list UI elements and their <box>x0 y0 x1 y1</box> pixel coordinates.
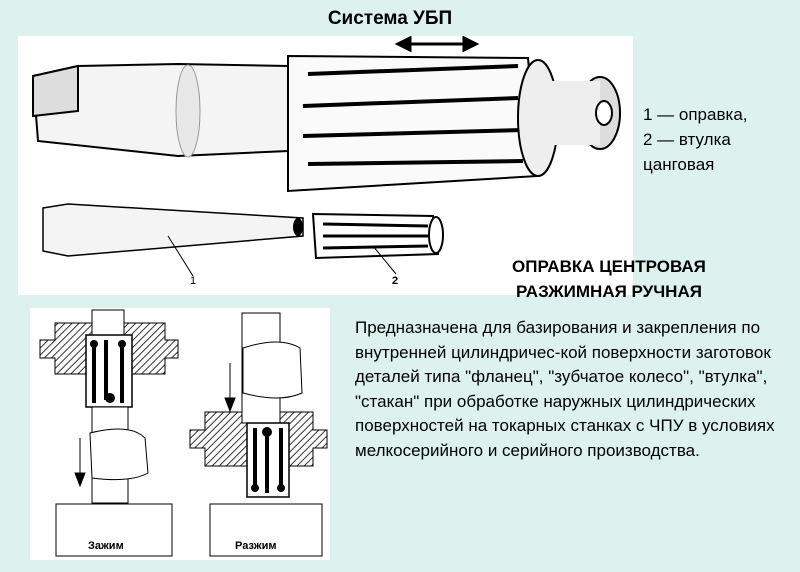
section-heading: ОПРАВКА ЦЕНТРОВАЯ РАЗЖИМНАЯ РУЧНАЯ <box>512 254 706 304</box>
heading-line-2: РАЗЖИМНАЯ РУЧНАЯ <box>515 282 702 301</box>
part-label-1: 1 <box>190 275 196 287</box>
part-label-2: 2 <box>392 275 398 287</box>
caption-clamp: Зажим <box>88 540 124 552</box>
double-arrow-icon <box>394 36 480 53</box>
legend-item-2: 2 — втулка <box>643 130 731 149</box>
caption-unclamp: Разжим <box>235 540 277 552</box>
mandrel-collet-illustration: 1 2 <box>18 36 633 295</box>
slide-title: Система УБП <box>327 8 453 29</box>
description-text: Предназначена для базирования и закрепле… <box>355 318 775 460</box>
legend-item-2-cont: цанговая <box>643 155 715 174</box>
legend-item-1: 1 — оправка, <box>643 105 748 124</box>
clamp-drawing <box>39 309 328 557</box>
parts-legend: 1 — оправка, 2 — втулка цанговая <box>643 102 748 177</box>
mandrel-drawing: 1 2 <box>31 36 621 287</box>
heading-line-1: ОПРАВКА ЦЕНТРОВАЯ <box>512 257 706 276</box>
clamp-unclamp-illustration: Зажим Разжим <box>30 308 330 560</box>
